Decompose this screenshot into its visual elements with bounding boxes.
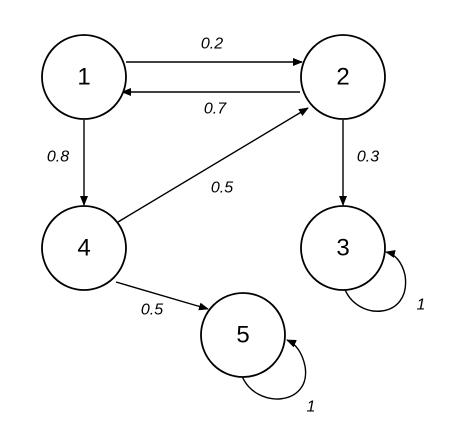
node-4: 4: [41, 205, 127, 291]
self-loop-3: [343, 250, 407, 312]
edge-4-to-2: [117, 107, 309, 223]
node-3: 3: [300, 205, 386, 291]
self-loop-5: [241, 339, 307, 400]
node-5: 5: [200, 292, 286, 378]
node-4-label: 4: [77, 235, 90, 262]
edge-label-5-to-5: 1: [307, 399, 316, 416]
edge-label-3-to-3: 1: [417, 297, 426, 314]
edge-label-4-to-5: 0.5: [141, 302, 163, 319]
edge-label-1-to-4: 0.8: [47, 149, 69, 166]
edge-label-4-to-2: 0.5: [211, 180, 233, 197]
node-3-label: 3: [336, 235, 349, 262]
edge-label-2-to-3: 0.3: [357, 149, 379, 166]
node-2-label: 2: [336, 64, 349, 91]
nodes-layer: 1 2 3 4 5: [41, 34, 386, 378]
node-1: 1: [41, 34, 127, 120]
node-1-label: 1: [77, 64, 90, 91]
edges-layer: 0.2 0.7 0.8 0.3 0.5 0.5 1 1: [47, 36, 426, 416]
node-5-label: 5: [236, 322, 249, 349]
edge-4-to-5: [115, 281, 209, 311]
edge-label-2-to-1: 0.7: [204, 101, 227, 118]
edge-label-1-to-2: 0.2: [201, 36, 223, 53]
node-2: 2: [300, 34, 386, 120]
